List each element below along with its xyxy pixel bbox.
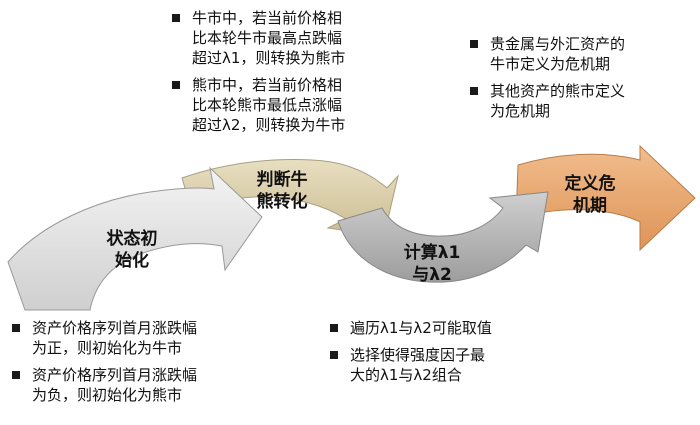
bullet-item: 选择使得强度因子最 大的λ1与λ2组合 bbox=[328, 345, 568, 385]
step-arrow-1 bbox=[7, 166, 263, 311]
bullet-item: 牛市中，若当前价格相 比本轮牛市最高点跌幅 超过λ1，则转换为熊市 bbox=[170, 8, 410, 68]
step-4-bullets: 贵金属与外汇资产的 牛市定义为危机期 其他资产的熊市定义 为危机期 bbox=[468, 34, 693, 128]
step-label-4: 定义危 机期 bbox=[564, 174, 616, 216]
bullet-item: 资产价格序列首月涨跌幅 为正，则初始化为牛市 bbox=[10, 318, 270, 358]
bullet-item: 资产价格序列首月涨跌幅 为负，则初始化为熊市 bbox=[10, 365, 270, 405]
step-arrow-3 bbox=[337, 191, 549, 283]
step-label-2: 判断牛 熊转化 bbox=[256, 170, 308, 212]
bullet-item: 熊市中，若当前价格相 比本轮熊市最低点涨幅 超过λ2，则转换为牛市 bbox=[170, 75, 410, 135]
step-2-bullets: 牛市中，若当前价格相 比本轮牛市最高点跌幅 超过λ1，则转换为熊市 熊市中，若当… bbox=[170, 8, 410, 142]
bullet-item: 贵金属与外汇资产的 牛市定义为危机期 bbox=[468, 34, 693, 74]
step-1-bullets: 资产价格序列首月涨跌幅 为正，则初始化为牛市 资产价格序列首月涨跌幅 为负，则初… bbox=[10, 318, 270, 412]
bullet-item: 遍历λ1与λ2可能取值 bbox=[328, 318, 568, 338]
step-label-1: 状态初 始化 bbox=[106, 229, 158, 271]
step-label-3: 计算λ1 与λ2 bbox=[403, 243, 461, 285]
bullet-item: 其他资产的熊市定义 为危机期 bbox=[468, 81, 693, 121]
step-3-bullets: 遍历λ1与λ2可能取值 选择使得强度因子最 大的λ1与λ2组合 bbox=[328, 318, 568, 392]
